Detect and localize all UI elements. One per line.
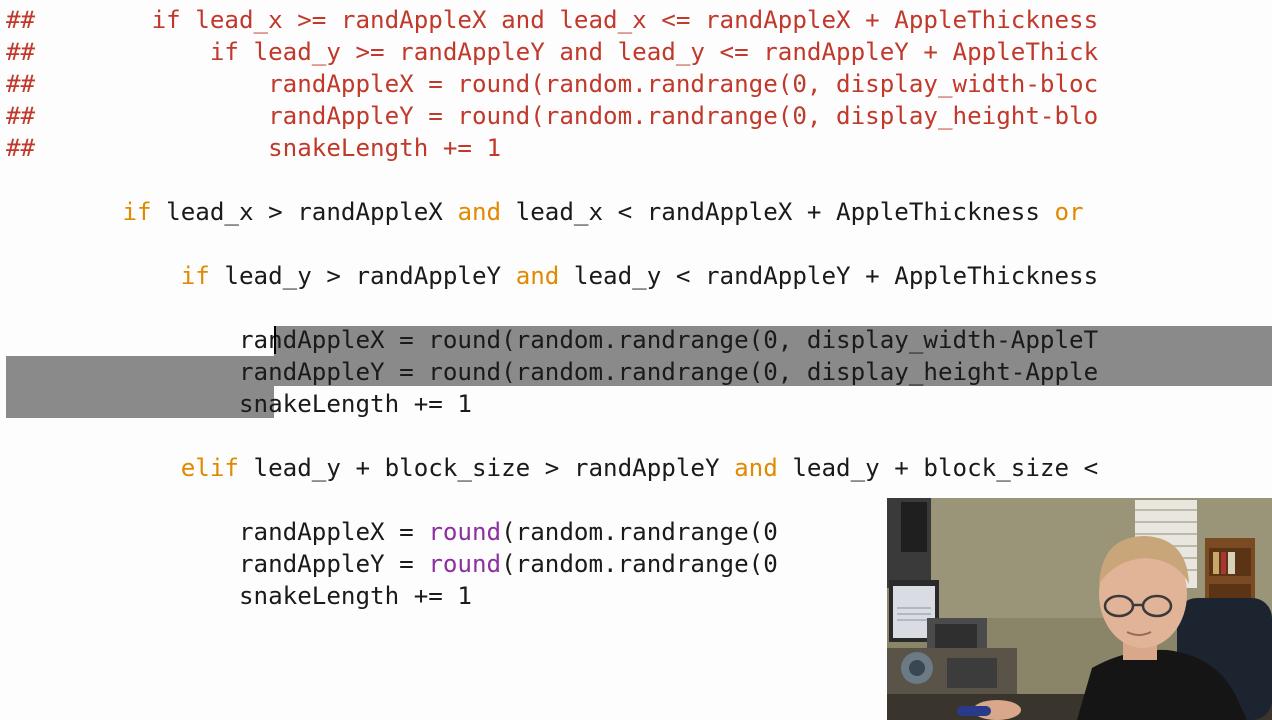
code-token: elif (180, 454, 239, 482)
code-token: if lead_y >= randAppleY and lead_y <= ra… (180, 38, 1099, 66)
code-token: round (428, 518, 502, 546)
code-token: and (734, 454, 778, 482)
code-token: ## (6, 70, 239, 98)
code-line: randAppleX = round(random.randrange(0, d… (6, 324, 1098, 356)
selection-highlight-line-1 (274, 326, 1272, 356)
code-line: randAppleY = round(random.randrange(0 (6, 548, 778, 580)
code-token: lead_x > randAppleX (151, 198, 458, 226)
code-line: if lead_y > randAppleY and lead_y < rand… (6, 260, 1098, 292)
code-token (6, 326, 239, 354)
code-token (6, 390, 239, 418)
code-token (6, 550, 239, 578)
code-token: randAppleX = (239, 518, 429, 546)
code-token (6, 198, 123, 226)
code-token: lead_y + block_size < (777, 454, 1099, 482)
webcam-overlay (887, 498, 1272, 720)
code-token: randAppleY = round(random.randrange(0, d… (239, 358, 1099, 386)
code-token: lead_y < randAppleY + AppleThickness (559, 262, 1099, 290)
code-token: randAppleX = round(random.randrange(0, d… (239, 326, 1099, 354)
code-token: and (515, 262, 560, 290)
code-line: snakeLength += 1 (6, 388, 472, 420)
code-line: ## if lead_x >= randAppleX and lead_x <=… (6, 4, 1098, 36)
code-token: ## (6, 102, 239, 130)
code-line: if lead_x > randAppleX and lead_x < rand… (6, 196, 1084, 228)
code-line: ## if lead_y >= randAppleY and lead_y <=… (6, 36, 1098, 68)
code-token (6, 582, 239, 610)
code-token: or (1054, 198, 1084, 226)
code-token: snakeLength += 1 (239, 582, 472, 610)
selection-highlight-line-2 (6, 356, 1272, 386)
code-token: if lead_x >= randAppleX and lead_x <= ra… (122, 6, 1099, 34)
code-line: randAppleX = round(random.randrange(0 (6, 516, 778, 548)
code-token: ## (6, 38, 181, 66)
code-token (6, 518, 239, 546)
selection-highlight-line-3 (6, 386, 274, 418)
code-token: if (180, 262, 210, 290)
code-token: randAppleY = (239, 550, 429, 578)
code-token: (random.randrange(0 (501, 518, 778, 546)
code-token: randAppleY = round(random.randrange(0, d… (239, 102, 1099, 130)
code-line: ## snakeLength += 1 (6, 132, 501, 164)
code-token: snakeLength += 1 (239, 390, 472, 418)
code-token: snakeLength += 1 (239, 134, 502, 162)
text-cursor (274, 326, 276, 354)
code-token (6, 454, 181, 482)
code-line: ## randAppleX = round(random.randrange(0… (6, 68, 1098, 100)
code-token: lead_y > randAppleY (209, 262, 516, 290)
code-token: lead_y + block_size > randAppleY (239, 454, 735, 482)
code-line: snakeLength += 1 (6, 580, 472, 612)
webcam-feed-icon (887, 498, 1272, 720)
code-line: ## randAppleY = round(random.randrange(0… (6, 100, 1098, 132)
code-token: round (428, 550, 502, 578)
code-token (6, 262, 181, 290)
code-line: elif lead_y + block_size > randAppleY an… (6, 452, 1098, 484)
code-token: if (122, 198, 152, 226)
code-line: randAppleY = round(random.randrange(0, d… (6, 356, 1098, 388)
code-token: randAppleX = round(random.randrange(0, d… (239, 70, 1099, 98)
code-token: ## (6, 134, 239, 162)
code-token: lead_x < randAppleX + AppleThickness (501, 198, 1055, 226)
code-token: and (457, 198, 502, 226)
code-token: (random.randrange(0 (501, 550, 778, 578)
code-token: ## (6, 6, 123, 34)
code-token (6, 358, 239, 386)
